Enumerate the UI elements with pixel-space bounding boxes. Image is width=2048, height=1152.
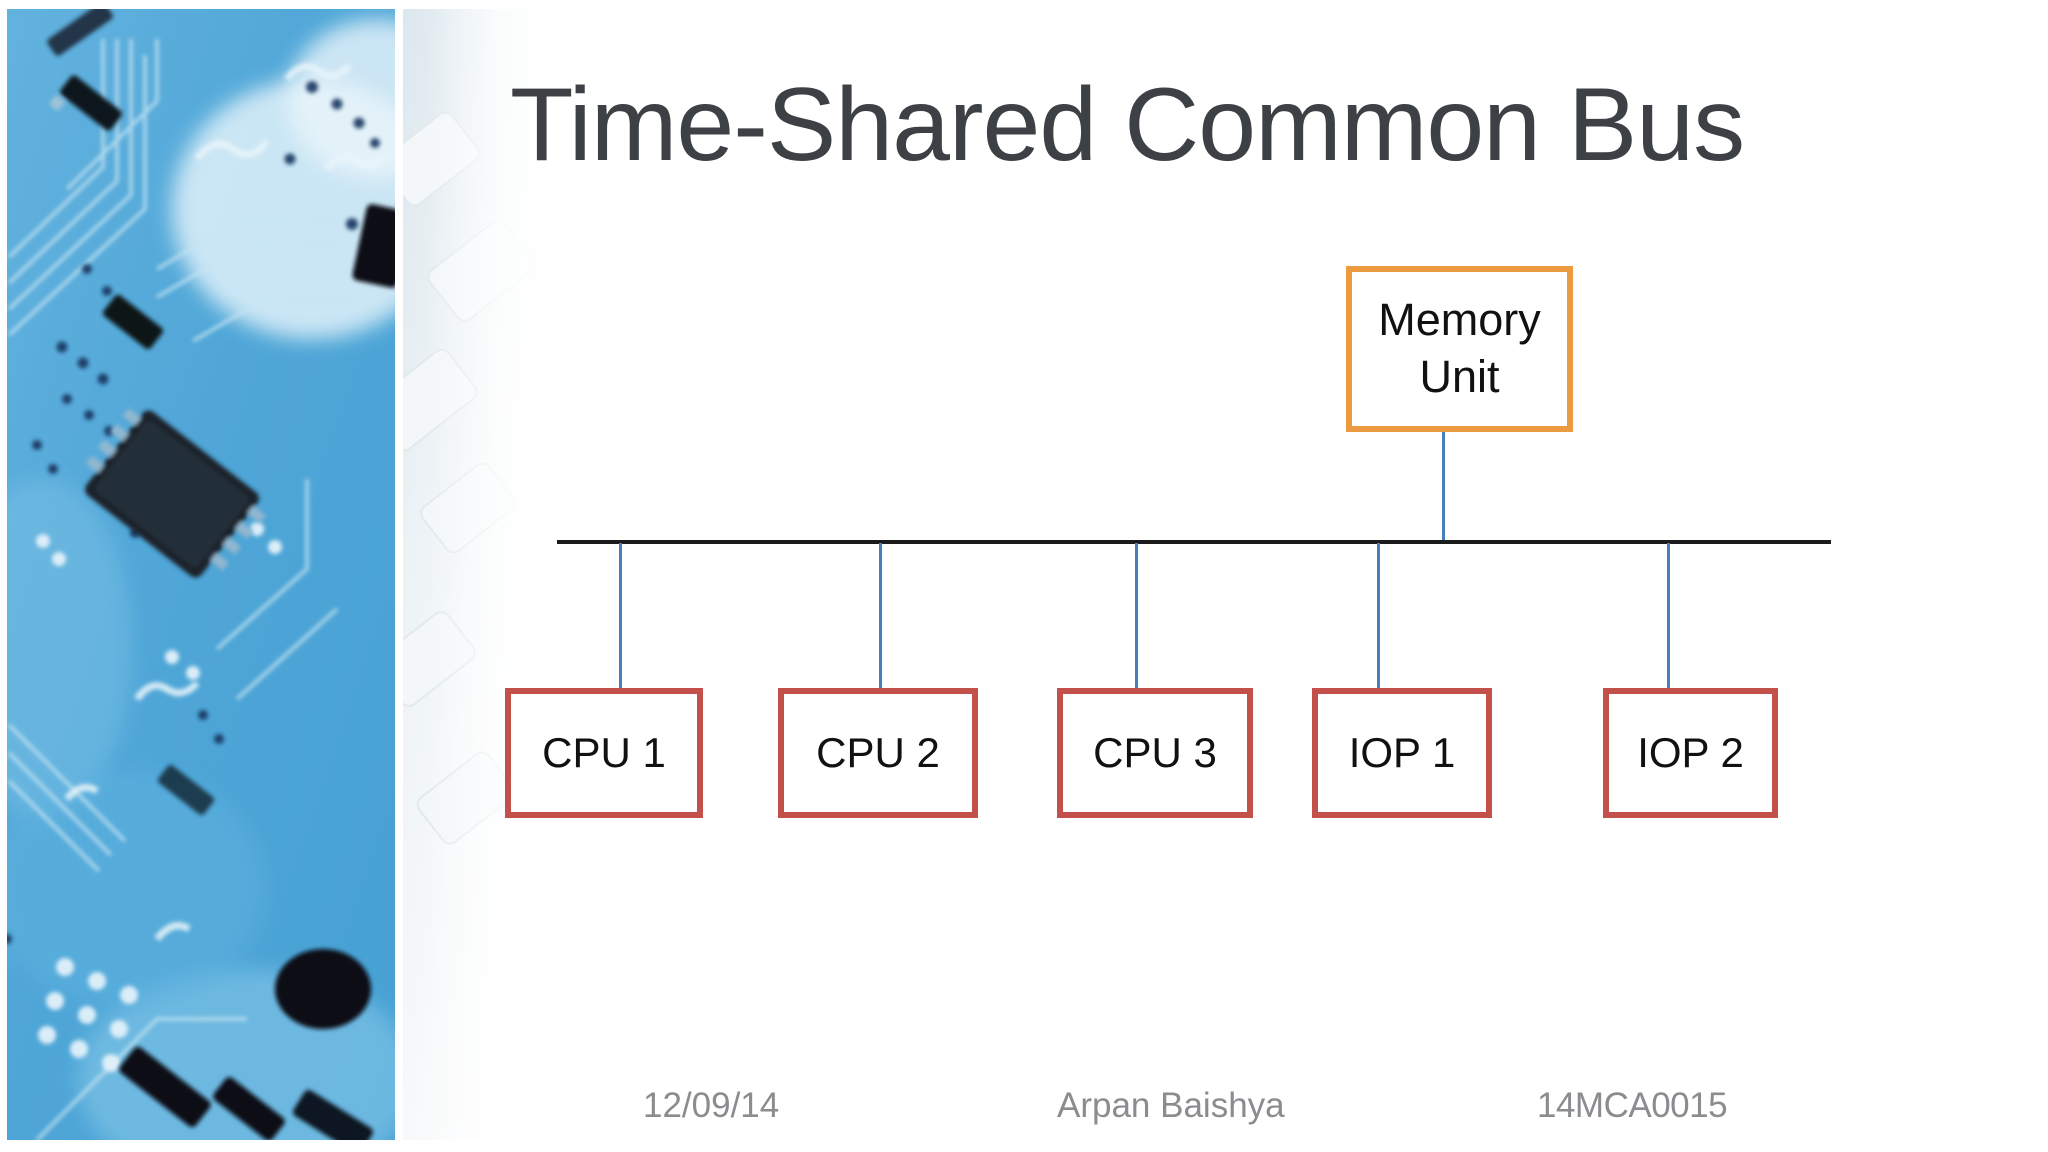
- memory-unit-label-line1: Memory: [1378, 294, 1541, 346]
- photo-fade-strip: [403, 9, 563, 1140]
- unit-box-cpu1: CPU 1: [505, 688, 703, 818]
- unit-box-label: IOP 2: [1637, 729, 1744, 776]
- connector-line-cpu2: [879, 543, 882, 689]
- circuit-board-art: [7, 9, 395, 1140]
- unit-box-iop1: IOP 1: [1312, 688, 1492, 818]
- connector-line-iop2: [1667, 543, 1670, 689]
- unit-box-label: CPU 1: [542, 729, 666, 776]
- page-title: Time-Shared Common Bus: [510, 67, 1745, 183]
- bus-line: [557, 540, 1831, 544]
- fade-veil: [403, 9, 563, 1140]
- memory-unit-label-line2: Unit: [1419, 351, 1500, 402]
- memory-unit-box: Memory Unit: [1346, 266, 1573, 432]
- unit-box-label: CPU 3: [1093, 729, 1217, 776]
- unit-box-label: IOP 1: [1348, 729, 1456, 776]
- connector-line-cpu3: [1135, 543, 1138, 689]
- footer-author: Arpan Baishya: [1057, 1086, 1285, 1125]
- circuit-board-photo: [7, 9, 395, 1140]
- unit-box-cpu2: CPU 2: [778, 688, 978, 818]
- unit-box-iop2: IOP 2: [1603, 688, 1778, 818]
- connector-line-iop1: [1377, 543, 1380, 689]
- footer-slide-id: 14MCA0015: [1537, 1086, 1728, 1125]
- connector-line-memory: [1442, 432, 1445, 542]
- footer-date: 12/09/14: [643, 1086, 780, 1125]
- connector-line-cpu1: [619, 543, 622, 689]
- unit-box-label: CPU 2: [816, 729, 940, 776]
- unit-box-cpu3: CPU 3: [1057, 688, 1253, 818]
